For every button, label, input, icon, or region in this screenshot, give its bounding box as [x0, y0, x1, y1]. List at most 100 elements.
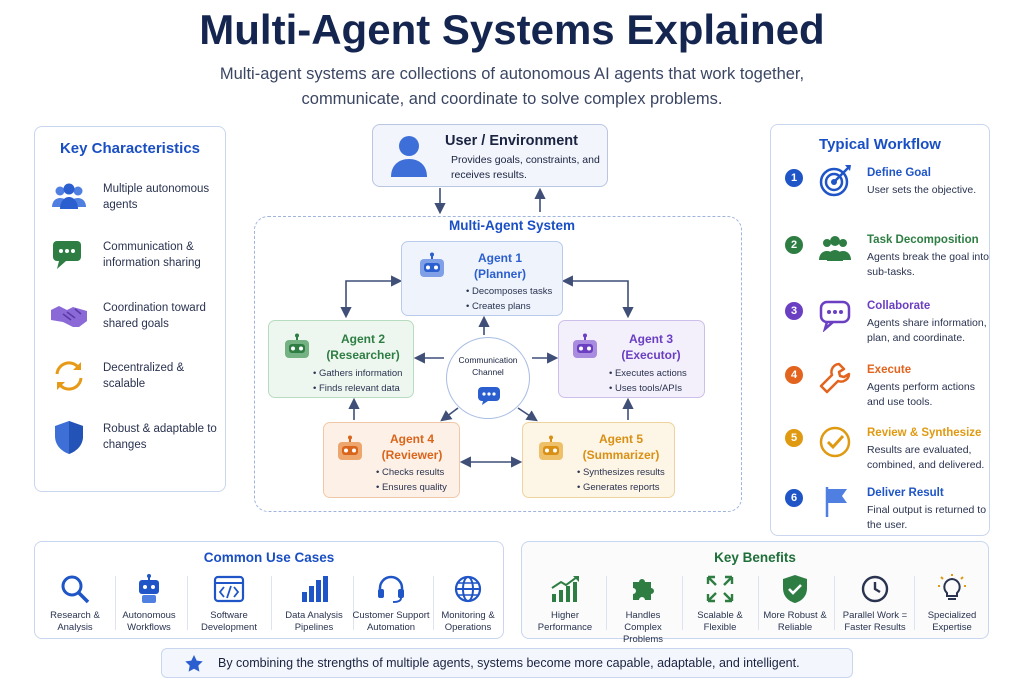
- chat-icon: [819, 300, 851, 332]
- workflow-step: 5 Review & Synthesize Results are evalua…: [779, 426, 989, 479]
- divider: [115, 576, 116, 630]
- agent-5-name: Agent 5: [598, 432, 643, 446]
- divider: [914, 576, 915, 630]
- use-case-label: Research & Analysis: [50, 610, 100, 633]
- benefit-item: Parallel Work = Faster Results: [836, 570, 914, 634]
- robot-icon: [539, 435, 563, 460]
- agent-3-card: Agent 3 (Executor) Executes actionsUses t…: [558, 320, 705, 398]
- footer-text: By combining the strengths of multiple a…: [218, 656, 800, 670]
- agent-1-name: Agent 1: [477, 251, 522, 265]
- puzzle-icon: [633, 579, 654, 600]
- agent-task: Creates plans: [466, 299, 552, 314]
- characteristic-item: Decentralized & scalable: [49, 356, 219, 396]
- page-subtitle: Multi-agent systems are collections of a…: [150, 62, 874, 112]
- agent-4-card: Agent 4(Reviewer) Checks resultsEnsures …: [323, 422, 460, 498]
- communication-channel-label: Communication Channel: [458, 355, 518, 377]
- step-head: Execute: [867, 364, 912, 376]
- characteristic-label: Communication & information sharing: [103, 241, 201, 269]
- footer-banner: By combining the strengths of multiple a…: [161, 648, 853, 678]
- user-environment-box: User / Environment Provides goals, const…: [372, 124, 608, 187]
- shield-icon: [55, 421, 83, 454]
- divider: [682, 576, 683, 630]
- step-desc: Agents perform actions and use tools.: [867, 381, 975, 408]
- users-icon: [52, 183, 86, 209]
- benefit-item: More Robust & Reliable: [758, 570, 832, 634]
- agent-task: Decomposes tasks: [466, 284, 552, 299]
- agent-task: Ensures quality: [376, 480, 447, 495]
- multi-agent-system-title: Multi-Agent System: [448, 218, 575, 233]
- chat-icon: [53, 241, 81, 269]
- agent-1-role: (Planner): [473, 267, 526, 281]
- workflow-step: 3 Collaborate Agents share information, …: [779, 300, 989, 352]
- bar-chart-icon: [302, 576, 328, 602]
- characteristic-label: Robust & adaptable to changes: [103, 423, 217, 451]
- key-characteristics-title: Key Characteristics: [59, 140, 201, 157]
- divider: [353, 576, 354, 630]
- step-number: 2: [785, 236, 803, 254]
- agent-5-role: (Summarizer): [582, 448, 660, 462]
- target-icon: [819, 165, 851, 197]
- agent-2-card: Agent 2(Researcher) Gathers informationF…: [268, 320, 414, 398]
- wrench-icon: [819, 362, 851, 394]
- agent-task: Generates reports: [577, 480, 665, 495]
- workflow-step: 4 Execute Agents perform actions and use…: [779, 362, 989, 416]
- step-head: Deliver Result: [867, 487, 944, 499]
- step-number: 1: [785, 169, 803, 187]
- agent-3-tasks: Executes actionsUses tools/APIs: [609, 366, 687, 396]
- benefit-label: Scalable & Flexible: [697, 610, 743, 633]
- agent-3-role: (Executor): [621, 348, 681, 362]
- agent-1-tasks: Decomposes tasksCreates plans: [466, 284, 552, 314]
- subtitle-line-1: Multi-agent systems are collections of a…: [219, 65, 805, 83]
- agent-5-card: Agent 5 (Summarizer) Synthesizes resultsG…: [522, 422, 675, 498]
- agent-3-name: Agent 3: [628, 332, 673, 346]
- subtitle-line-2: communicate, and coordinate to solve com…: [301, 90, 723, 108]
- use-case-item: Software Development: [190, 570, 268, 634]
- agent-1-card: Agent 1 (Planner) Decomposes tasksCreates…: [401, 241, 563, 316]
- benefit-item: Handles Complex Problems: [606, 570, 680, 645]
- user-environment-title: User / Environment: [445, 133, 578, 149]
- step-desc: User sets the objective.: [867, 184, 977, 196]
- step-head: Collaborate: [867, 300, 931, 312]
- step-number: 4: [785, 366, 803, 384]
- step-desc: Results are evaluated, combined, and del…: [867, 444, 985, 471]
- handshake-icon: [51, 306, 87, 327]
- agent-task: Gathers information: [313, 366, 402, 381]
- chat-icon: [478, 387, 500, 405]
- agent-task: Synthesizes results: [577, 465, 665, 480]
- sync-icon: [55, 361, 83, 391]
- step-head: Define Goal: [867, 167, 931, 179]
- benefit-label: Parallel Work = Faster Results: [842, 610, 908, 633]
- check-circle-icon: [819, 426, 851, 458]
- use-case-item: Customer Support Automation: [351, 570, 431, 634]
- workflow-step: 2 Task Decomposition Agents break the go…: [779, 234, 990, 286]
- trend-up-icon: [551, 576, 579, 602]
- benefit-item: Specialized Expertise: [916, 570, 988, 634]
- agent-4-role: (Reviewer): [381, 448, 443, 462]
- use-case-item: Research & Analysis: [39, 570, 111, 634]
- multi-agent-system-container: [254, 216, 742, 512]
- expand-icon: [706, 575, 734, 603]
- typical-workflow-title: Typical Workflow: [819, 136, 941, 153]
- divider: [271, 576, 272, 630]
- step-desc: Agents share information, plan, and coor…: [867, 317, 987, 344]
- step-number: 3: [785, 302, 803, 320]
- robot-icon: [285, 333, 309, 358]
- characteristic-item: Coordination toward shared goals: [49, 296, 219, 336]
- step-desc: Agents break the goal into sub-tasks.: [867, 251, 990, 278]
- headset-icon: [378, 575, 404, 603]
- characteristic-item: Robust & adaptable to changes: [49, 417, 219, 457]
- key-characteristics-panel: Key Characteristics Multiple autonomous …: [34, 126, 226, 492]
- user-environment-desc: Provides goals, constraints, and receive…: [451, 154, 600, 181]
- use-case-item: Data Analysis Pipelines: [273, 570, 355, 634]
- page-title: Multi-Agent Systems Explained: [199, 6, 825, 53]
- benefit-item: Scalable & Flexible: [682, 570, 758, 634]
- use-case-label: Monitoring & Operations: [441, 610, 495, 633]
- agent-task: Uses tools/APIs: [609, 381, 687, 396]
- shield-check-icon: [783, 575, 807, 603]
- agent-5-tasks: Synthesizes resultsGenerates reports: [577, 465, 665, 495]
- use-case-label: Customer Support Automation: [352, 610, 430, 633]
- flag-icon: [825, 487, 847, 517]
- robot-icon: [573, 333, 597, 358]
- key-benefits-title: Key Benefits: [714, 550, 796, 565]
- agent-task: Executes actions: [609, 366, 687, 381]
